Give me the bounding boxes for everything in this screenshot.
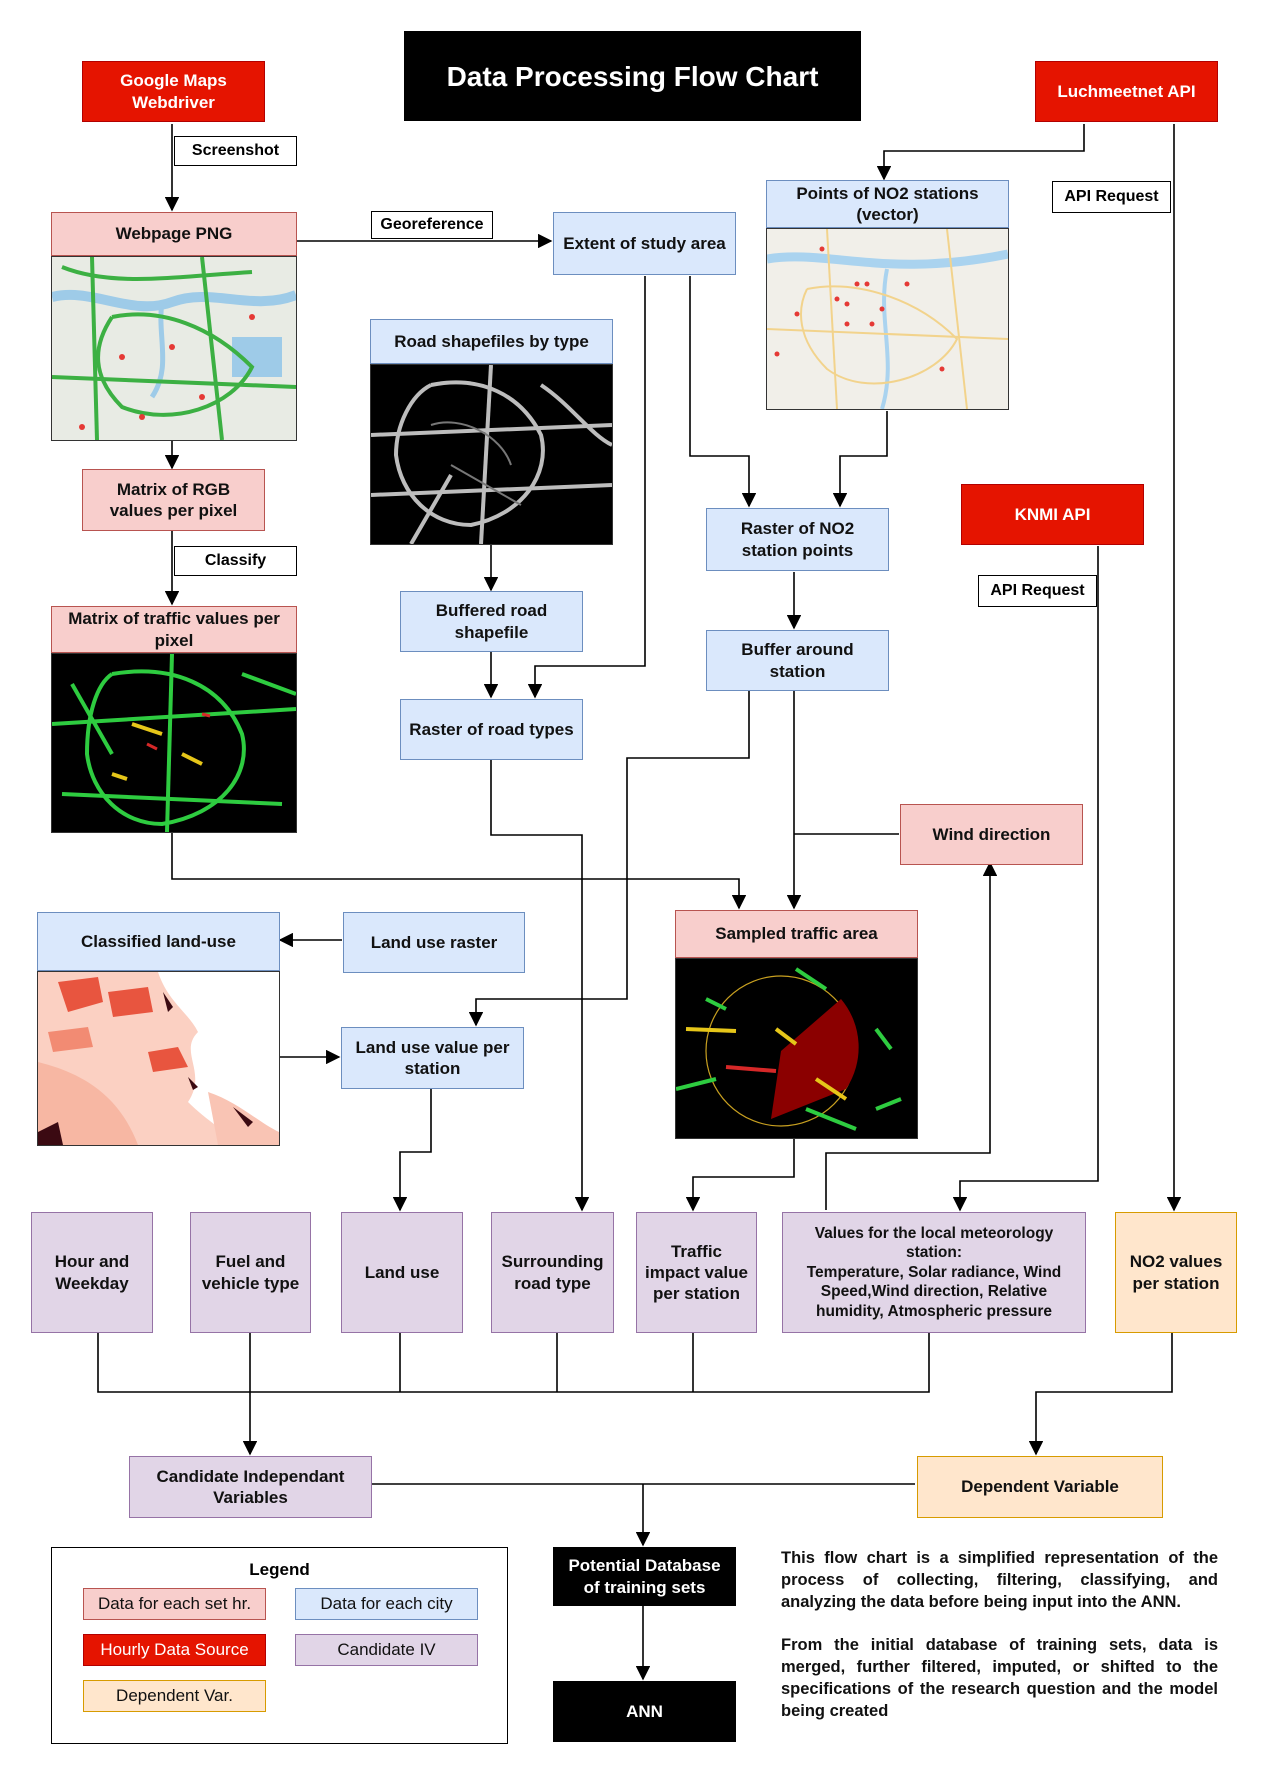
road-shapefiles-image	[370, 364, 613, 545]
candidate-iv-node: Candidate Independant Variables	[129, 1456, 372, 1518]
potential-database-node: Potential Database of training sets	[553, 1547, 736, 1606]
legend-title: Legend	[249, 1560, 310, 1579]
legend-item-hourly-source: Hourly Data Source	[83, 1634, 266, 1666]
edge-bus	[97, 1333, 930, 1393]
api-request-label: API Request	[1052, 181, 1171, 213]
landuse-map-image	[37, 971, 280, 1146]
edge-meteo-wind	[825, 861, 998, 1210]
legend-item-hourly-set: Data for each set hr.	[83, 1588, 266, 1620]
edge-knmi-meteo	[952, 546, 1099, 1212]
webpage-png-node: Webpage PNG	[51, 212, 297, 256]
landuse-value-node: Land use value per station	[341, 1027, 524, 1089]
legend: Legend Data for each set hr. Data for ea…	[51, 1547, 508, 1744]
edge-rasterroad-surrounding	[490, 760, 590, 1212]
no2-values-node: NO2 values per station	[1115, 1212, 1237, 1333]
edge-luv-landuse	[392, 1089, 432, 1212]
luchmeetnet-source: Luchmeetnet API	[1035, 61, 1218, 122]
buffer-station-node: Buffer around station	[706, 630, 889, 691]
ann-node: ANN	[553, 1681, 736, 1742]
legend-item-city: Data for each city	[295, 1588, 478, 1620]
meteorology-node: Values for the local meteorology station…	[782, 1212, 1086, 1333]
surrounding-road-node: Surrounding road type	[491, 1212, 614, 1333]
edge-extent-rasterroad	[527, 276, 646, 699]
no2-points-node: Points of NO2 stations (vector)	[766, 180, 1009, 228]
meteorology-title: Values for the local meteorology station…	[814, 1225, 1054, 1262]
landuse-raster-node: Land use raster	[343, 912, 525, 973]
dependent-variable-node: Dependent Variable	[917, 1456, 1163, 1518]
api-request-label-2: API Request	[978, 575, 1097, 607]
georeference-label: Georeference	[371, 211, 493, 239]
classify-label: Classify	[174, 546, 297, 576]
description-note: This flow chart is a simplified represen…	[781, 1548, 1218, 1744]
edge-points-rasterno2	[832, 411, 888, 508]
extent-study-area-node: Extent of study area	[553, 212, 736, 275]
edge-traffic-sampled	[171, 833, 747, 910]
matrix-rgb-node: Matrix of RGB values per pixel	[82, 469, 265, 531]
traffic-matrix-image	[51, 653, 297, 833]
hour-weekday-node: Hour and Weekday	[31, 1212, 153, 1333]
raster-road-types-node: Raster of road types	[400, 699, 583, 760]
raster-no2-node: Raster of NO2 station points	[706, 508, 889, 571]
classified-landuse-node: Classified land-use	[37, 912, 280, 971]
wind-direction-node: Wind direction	[900, 804, 1083, 865]
edge-luch-points	[876, 124, 1085, 181]
description-paragraph-2: From the initial database of training se…	[781, 1636, 1218, 1720]
google-maps-source: Google Maps Webdriver	[82, 61, 265, 122]
sampled-traffic-node: Sampled traffic area	[675, 910, 918, 958]
knmi-source: KNMI API	[961, 484, 1144, 545]
description-paragraph-1: This flow chart is a simplified represen…	[781, 1549, 1218, 1611]
edge-no2-dependent	[1028, 1333, 1173, 1456]
screenshot-label: Screenshot	[174, 136, 297, 166]
legend-item-candidate-iv: Candidate IV	[295, 1634, 478, 1666]
buffered-road-node: Buffered road shapefile	[400, 591, 583, 652]
edge-sampled-traffic-impact	[685, 1139, 795, 1212]
no2-stations-map-image	[766, 228, 1009, 410]
page-title: Data Processing Flow Chart	[404, 31, 861, 121]
legend-item-dependent: Dependent Var.	[83, 1680, 266, 1712]
meteorology-values: Temperature, Solar radiance, Wind Speed,…	[806, 1263, 1062, 1320]
edge-extent-rasterno2	[689, 276, 757, 508]
traffic-impact-node: Traffic impact value per station	[636, 1212, 757, 1333]
webpage-map-image	[51, 256, 297, 441]
matrix-traffic-node: Matrix of traffic values per pixel	[51, 606, 297, 653]
land-use-node: Land use	[341, 1212, 463, 1333]
sampled-traffic-image	[675, 958, 918, 1139]
road-shapefiles-node: Road shapefiles by type	[370, 319, 613, 364]
fuel-vehicle-node: Fuel and vehicle type	[190, 1212, 311, 1333]
